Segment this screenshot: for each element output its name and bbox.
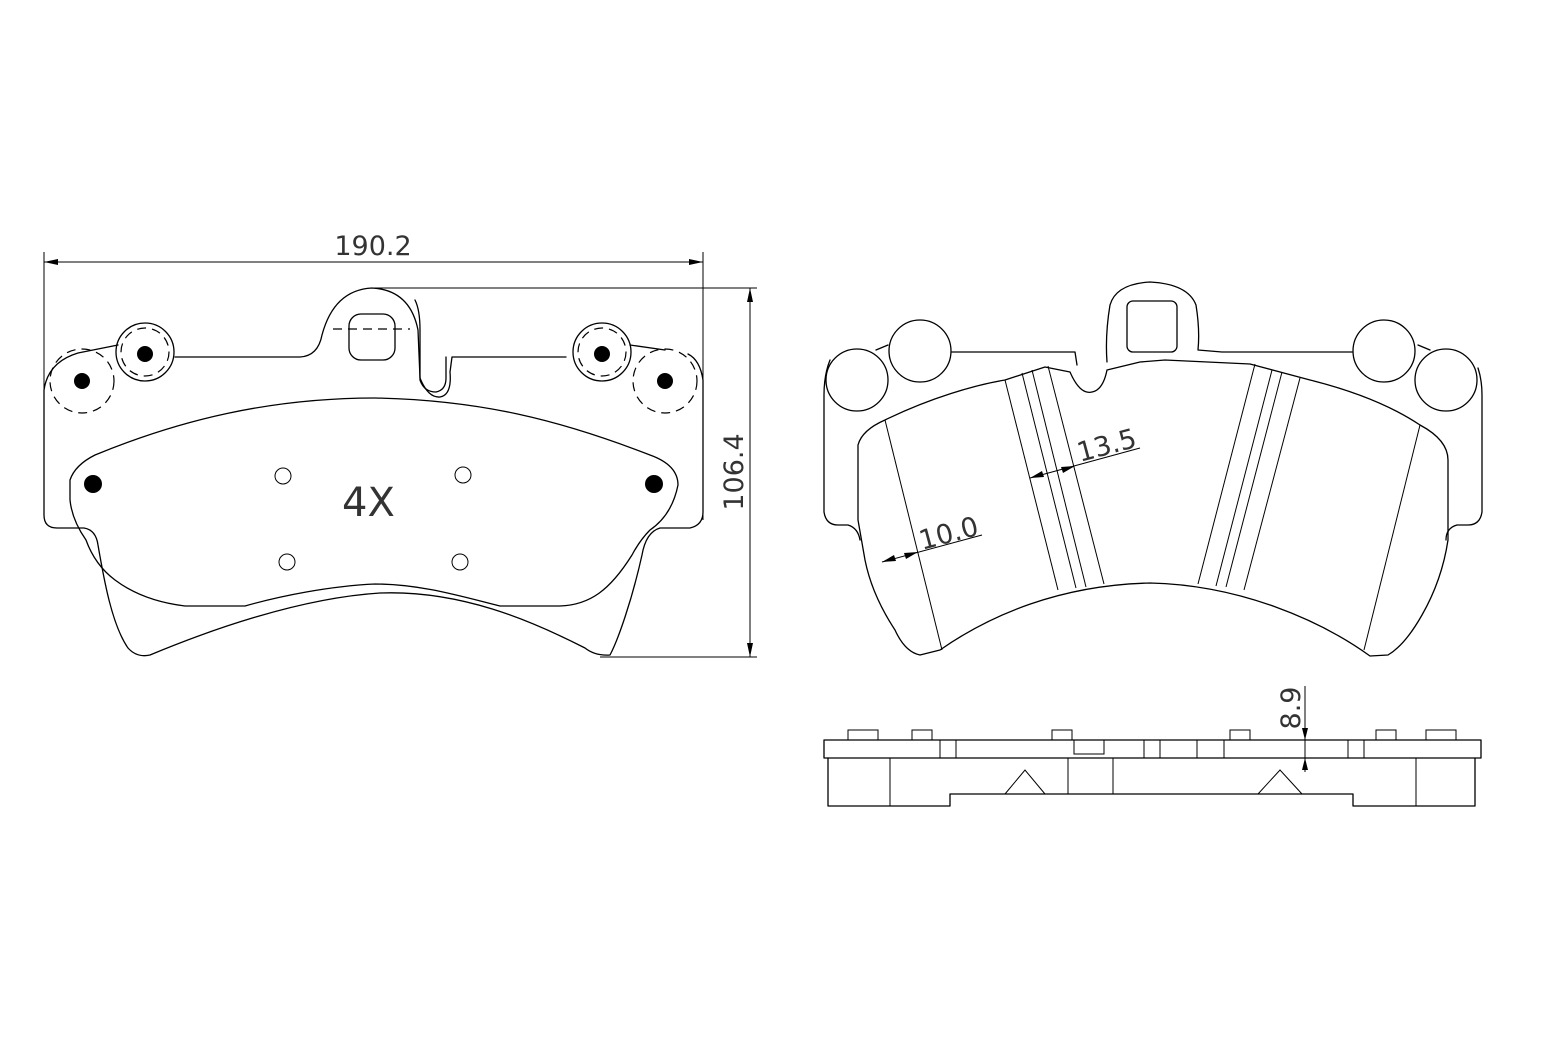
side-backing-plate xyxy=(823,739,1482,759)
slot-left-c xyxy=(1031,369,1087,588)
rear-view: 10.0 13.5 xyxy=(823,281,1483,657)
slot-right-c xyxy=(1225,371,1283,588)
shim-tab-6 xyxy=(1425,729,1457,741)
rear-ear-right-outer xyxy=(1414,348,1478,412)
height-dim-arrow-top xyxy=(747,288,753,302)
pin-pad-right xyxy=(645,475,663,493)
backing-plate-outline xyxy=(43,287,704,657)
dim-89-label: 8.9 xyxy=(1276,687,1307,730)
pin-left-inner xyxy=(137,346,153,362)
dim-89-arrow-top xyxy=(1302,728,1308,740)
width-dim-arrow-left xyxy=(44,259,58,265)
shim-tab-2 xyxy=(911,729,933,741)
friction-material-outline xyxy=(69,397,679,607)
shim-tab-4 xyxy=(1229,729,1251,741)
dim-10-label: 10.0 xyxy=(916,511,982,557)
dim-10-line xyxy=(881,534,983,563)
pin-pad-left xyxy=(84,475,102,493)
dim-10-arrow-right xyxy=(904,552,918,559)
dim-10-arrow-left xyxy=(882,555,896,562)
hole-top-right xyxy=(454,466,472,484)
chamfer-left xyxy=(884,419,943,651)
slot-right-b xyxy=(1215,369,1273,587)
side-wear-indicator-left xyxy=(1004,769,1046,795)
pin-left-outer xyxy=(74,373,90,389)
height-dim-label: 106.4 xyxy=(719,433,750,510)
rear-friction-outline xyxy=(857,359,1449,657)
dim-13-label: 13.5 xyxy=(1074,423,1140,469)
dim-13-line xyxy=(1029,447,1141,479)
shim-center-block xyxy=(1073,739,1105,755)
dim-13-arrow-left xyxy=(1030,471,1044,478)
chamfer-right xyxy=(1363,424,1421,651)
center-slot xyxy=(414,299,447,393)
quantity-label: 4X xyxy=(342,480,395,526)
center-tab-hole xyxy=(348,313,396,361)
side-friction-outline xyxy=(827,757,1476,807)
ear-dashed-left-inner xyxy=(120,327,170,377)
slot-left-b xyxy=(1021,372,1077,589)
dim-13-arrow-right xyxy=(1061,466,1075,473)
slot-right-a xyxy=(1197,363,1256,585)
ear-circle-right-outer xyxy=(632,348,698,414)
pin-right-inner xyxy=(594,346,610,362)
rear-ear-left-inner xyxy=(888,319,952,383)
hole-top-left xyxy=(274,467,292,485)
shim-tab-3 xyxy=(1051,729,1073,741)
rear-ear-right-inner xyxy=(1352,319,1416,383)
height-dim-arrow-bottom xyxy=(747,643,753,657)
rear-center-tab-hole xyxy=(1126,300,1178,353)
width-dim-arrow-right xyxy=(689,259,703,265)
dim-89-arrow-bottom xyxy=(1302,758,1308,770)
ear-circle-left-inner xyxy=(115,322,175,382)
shim-tab-1 xyxy=(847,729,879,741)
ear-circle-left-outer xyxy=(49,348,115,414)
side-view: 8.9 xyxy=(823,686,1482,807)
slot-left-a xyxy=(1004,379,1059,591)
side-wear-indicator-right xyxy=(1257,769,1303,795)
width-dim-label: 190.2 xyxy=(334,231,411,262)
hole-bottom-right xyxy=(451,553,469,571)
slot-right-d xyxy=(1243,377,1301,591)
ear-circle-right-inner xyxy=(572,322,632,382)
rear-ear-left-outer xyxy=(825,348,889,412)
hole-bottom-left xyxy=(278,553,296,571)
front-view: 4X 190.2 106.4 xyxy=(43,231,757,658)
pin-right-outer xyxy=(657,373,673,389)
shim-tab-5 xyxy=(1375,729,1397,741)
ear-dashed-right-inner xyxy=(577,327,627,377)
slot-left-d xyxy=(1047,365,1105,585)
rear-backing-plate-outline xyxy=(823,281,1483,541)
